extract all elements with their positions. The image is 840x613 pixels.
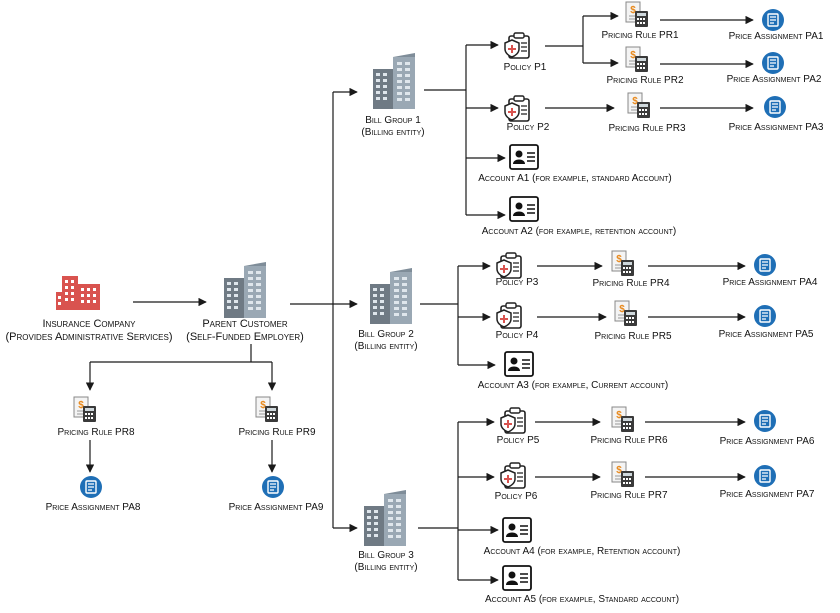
price-assignment-pa2-icon <box>761 51 785 75</box>
policy-p5-label: Policy P5 <box>497 435 540 446</box>
price-assignment-pa7-label: Price Assignment PA7 <box>720 489 815 500</box>
price-assignment-pa8-label: Price Assignment PA8 <box>46 502 141 513</box>
parent-customer-building-icon <box>224 262 266 318</box>
bill-group-2-subtitle: (Billing entity) <box>354 341 417 352</box>
policy-p6-icon <box>500 462 526 489</box>
price-assignment-pa1-label: Price Assignment PA1 <box>729 31 824 42</box>
price-assignment-pa7-icon <box>753 464 777 488</box>
price-assignment-pa3-label: Price Assignment PA3 <box>729 122 824 133</box>
insurance-company-title: Insurance Company <box>42 318 136 330</box>
price-assignment-pa4-label: Price Assignment PA4 <box>723 277 818 288</box>
bill-group-1-title: Bill Group 1 <box>365 115 421 126</box>
pricing-rule-pr1-icon <box>625 1 649 28</box>
parent-customer-title: Parent Customer <box>202 318 288 330</box>
pricing-rule-pr5-label: Pricing Rule PR5 <box>594 331 671 342</box>
account-a2-label: Account A2 (for example, retention accou… <box>482 226 677 237</box>
policy-p4-label: Policy P4 <box>496 330 539 341</box>
account-a5-icon <box>502 565 532 591</box>
policy-p4-icon <box>496 302 522 329</box>
pricing-rule-pr7-icon <box>611 461 635 488</box>
pricing-rule-pr9-icon <box>255 396 279 423</box>
parent-customer-subtitle: (Self-Funded Employer) <box>186 331 304 343</box>
bill-group-2-title: Bill Group 2 <box>358 329 414 340</box>
pricing-rule-pr3-label: Pricing Rule PR3 <box>608 123 685 134</box>
account-a4-icon <box>502 517 532 543</box>
pricing-rule-pr4-label: Pricing Rule PR4 <box>592 278 669 289</box>
price-assignment-pa4-icon <box>753 253 777 277</box>
price-assignment-pa9-label: Price Assignment PA9 <box>229 502 324 513</box>
policy-p3-icon <box>496 252 522 279</box>
pricing-rule-pr9-label: Pricing Rule PR9 <box>238 427 315 438</box>
pricing-rule-pr6-icon <box>611 406 635 433</box>
price-assignment-pa6-label: Price Assignment PA6 <box>720 436 815 447</box>
bill-group-3-subtitle: (Billing entity) <box>354 562 417 573</box>
price-assignment-pa3-icon <box>763 95 787 119</box>
account-a1-label: Account A1 (for example, standard Accoun… <box>478 173 672 184</box>
policy-p1-icon <box>504 32 530 59</box>
policy-p2-icon <box>504 95 530 122</box>
pricing-rule-pr4-icon <box>611 250 635 277</box>
account-a3-label: Account A3 (for example, Current account… <box>478 380 668 391</box>
policy-p5-icon <box>500 407 526 434</box>
pricing-rule-pr3-icon <box>627 92 651 119</box>
price-assignment-pa1-icon <box>761 8 785 32</box>
policy-p2-label: Policy P2 <box>507 122 550 133</box>
price-assignment-pa6-icon <box>753 409 777 433</box>
account-a1-icon <box>509 144 539 170</box>
pricing-rule-pr1-label: Pricing Rule PR1 <box>601 30 678 41</box>
price-assignment-pa9-icon <box>261 475 285 499</box>
price-assignment-pa8-icon <box>79 475 103 499</box>
pricing-rule-pr7-label: Pricing Rule PR7 <box>590 490 667 501</box>
pricing-rule-pr8-icon <box>73 396 97 423</box>
price-assignment-pa2-label: Price Assignment PA2 <box>727 74 822 85</box>
account-a2-icon <box>509 196 539 222</box>
insurance-company-subtitle: (Provides Administrative Services) <box>5 331 172 343</box>
account-a5-label: Account A5 (for example, Standard accoun… <box>485 594 679 605</box>
policy-p3-label: Policy P3 <box>496 277 539 288</box>
pricing-rule-pr2-label: Pricing Rule PR2 <box>606 75 683 86</box>
account-a3-icon <box>504 351 534 377</box>
bill-group-3-building-icon <box>364 490 406 546</box>
account-a4-label: Account A4 (for example, Retention accou… <box>484 546 681 557</box>
pricing-rule-pr2-icon <box>625 46 649 73</box>
policy-p6-label: Policy P6 <box>495 491 538 502</box>
pricing-rule-pr8-label: Pricing Rule PR8 <box>57 427 134 438</box>
bill-group-2-building-icon <box>370 268 412 324</box>
policy-p1-label: Policy P1 <box>504 62 547 73</box>
bill-group-1-building-icon <box>373 53 415 109</box>
price-assignment-pa5-icon <box>753 304 777 328</box>
connector-lines <box>85 11 754 585</box>
price-assignment-pa5-label: Price Assignment PA5 <box>719 329 814 340</box>
bill-group-3-title: Bill Group 3 <box>358 550 414 561</box>
insurance-company-icon <box>56 276 100 310</box>
pricing-rule-pr5-icon <box>614 300 638 327</box>
bill-group-1-subtitle: (Billing entity) <box>361 127 424 138</box>
pricing-rule-pr6-label: Pricing Rule PR6 <box>590 435 667 446</box>
